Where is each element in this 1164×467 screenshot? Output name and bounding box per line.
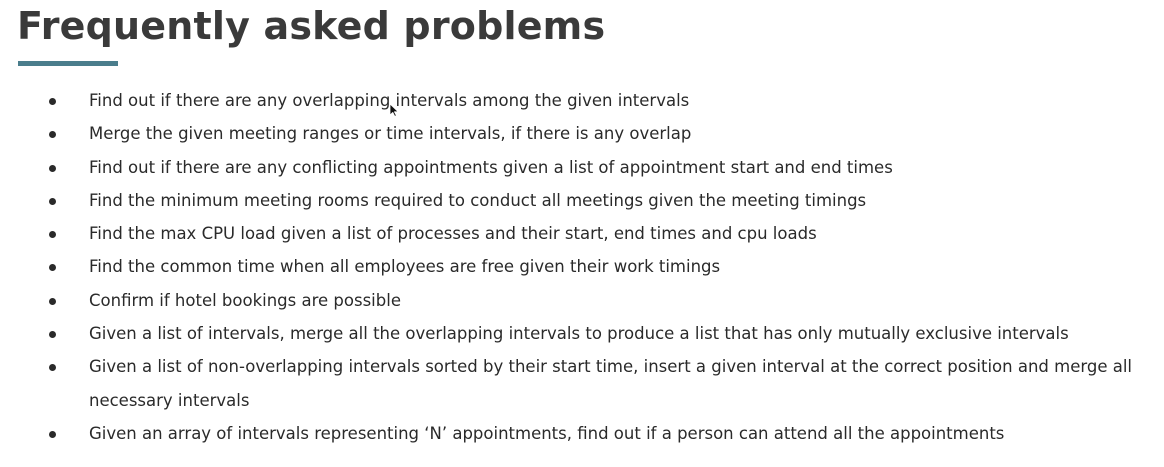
list-item: Confirm if hotel bookings are possible <box>0 284 1164 317</box>
bullet-icon <box>49 197 56 205</box>
bullet-icon <box>49 430 56 438</box>
bullet-icon <box>49 98 56 105</box>
list-item-text: Merge the given meeting ranges or time i… <box>89 124 692 144</box>
list-item: Find out if there are any conflicting ap… <box>0 151 1164 184</box>
list-item-text: Given a list of intervals, merge all the… <box>89 324 1069 344</box>
list-item-text: Confirm if hotel bookings are possible <box>89 290 401 310</box>
list-item: Find the common time when all employees … <box>0 250 1164 283</box>
list-item: Given a list of intervals, merge all the… <box>0 317 1164 350</box>
bullet-icon <box>49 164 56 172</box>
bullet-icon <box>49 364 56 372</box>
list-item-text: Find out if there are any overlapping in… <box>89 91 690 110</box>
problem-list: Find out if there are any overlapping in… <box>0 84 1164 450</box>
list-item-text: Given a list of non-overlapping interval… <box>89 357 1133 410</box>
bullet-icon <box>49 331 56 339</box>
bullet-icon <box>49 264 56 272</box>
list-item-text: Given an array of intervals representing… <box>89 423 1005 443</box>
list-item-text: Find the max CPU load given a list of pr… <box>89 224 817 244</box>
list-item: Merge the given meeting ranges or time i… <box>0 117 1164 150</box>
mouse-pointer-icon <box>389 103 399 117</box>
page-title: Frequently asked problems <box>17 4 606 48</box>
list-item-text: Find the minimum meeting rooms required … <box>89 190 867 210</box>
bullet-icon <box>49 131 56 139</box>
list-item-text: Find the common time when all employees … <box>89 257 721 277</box>
title-underline <box>18 61 118 66</box>
bullet-icon <box>49 297 56 305</box>
list-item: Given a list of non-overlapping interval… <box>0 350 1164 417</box>
list-item: Find out if there are any overlapping in… <box>0 84 1164 117</box>
bullet-icon <box>49 231 56 239</box>
list-item: Given an array of intervals representing… <box>0 417 1164 450</box>
list-item-text: Find out if there are any conflicting ap… <box>89 157 893 177</box>
list-item: Find the max CPU load given a list of pr… <box>0 217 1164 250</box>
list-item: Find the minimum meeting rooms required … <box>0 184 1164 217</box>
